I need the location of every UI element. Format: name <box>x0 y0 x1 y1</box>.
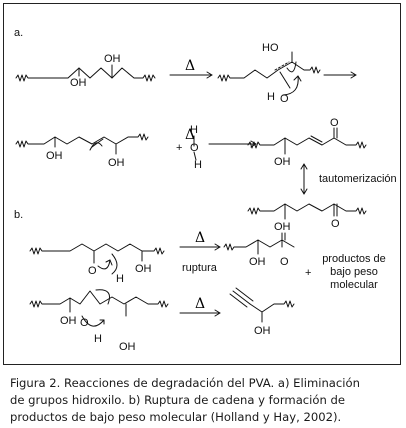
alkyne-triple-bond-3 <box>229 293 248 308</box>
row4-product-oh: OH <box>249 256 266 268</box>
row4-reactant-chain <box>29 243 165 275</box>
row2-oh-right: OH <box>108 157 125 169</box>
row4-product <box>223 232 295 255</box>
row5-ring-arrow <box>81 315 105 327</box>
alkyne-triple-bond-2 <box>235 287 254 302</box>
part-b-label: b. <box>14 209 23 221</box>
row1-output-arrow <box>323 71 357 79</box>
water-o: O <box>190 142 199 154</box>
row5-oh-left: OH <box>60 315 77 327</box>
row5-product-oh: OH <box>254 325 271 337</box>
products-label-line3: molecular <box>330 279 378 291</box>
row5-arrowhead <box>99 319 105 325</box>
row2-ketone-product <box>247 127 367 155</box>
row1-electron-arrowhead <box>293 75 302 82</box>
caption-line-1: Figura 2. Reacciones de degradación del … <box>10 376 360 390</box>
reaction-scheme-panel: a. b. Δ Δ Δ Δ OH OH HO O H OH OH + H O H… <box>3 3 401 365</box>
row4-heat-arrow <box>179 243 221 251</box>
products-label-line1: productos de <box>322 253 386 265</box>
part-a-label: a. <box>14 27 23 39</box>
row2-product-oh: OH <box>274 156 291 168</box>
row4-o-label: O <box>88 265 97 277</box>
row1-delta-label: Δ <box>185 58 195 74</box>
row3-tautomer-chain <box>247 203 367 220</box>
water-h-top: H <box>190 124 198 136</box>
row5-delta-label: Δ <box>195 296 205 312</box>
row5-heat-arrow <box>179 309 221 317</box>
caption-line-2: de grupos hidroxilo. b) Ruptura de caden… <box>10 393 346 407</box>
row3-oh-label: OH <box>274 221 291 233</box>
row1-electron-arrow-2 <box>286 61 297 73</box>
row1-co-bond <box>279 71 291 89</box>
tautomerization-arrow <box>300 163 308 195</box>
row2-oh-left: OH <box>46 150 63 162</box>
row1-h-label: H <box>267 91 275 103</box>
row2-delta-label: Δ <box>185 127 195 143</box>
water-h-bottom: H <box>194 159 202 171</box>
row1-o-label: O <box>280 93 289 105</box>
row5-oh-right: OH <box>119 341 136 353</box>
row4-six-ring-arrow <box>97 259 111 270</box>
row2-curved-arrow <box>89 142 103 151</box>
rupture-label: ruptura <box>182 262 218 274</box>
row2-product-double-bond <box>310 135 323 143</box>
row2-plus: + <box>176 142 182 154</box>
reaction-scheme: a. b. Δ Δ Δ Δ OH OH HO O H OH OH + H O H… <box>14 27 397 353</box>
row5-h-label: H <box>94 333 102 345</box>
row1-electron-arrow <box>282 75 299 96</box>
row2-water <box>193 135 197 161</box>
row4-product-o: O <box>280 256 289 268</box>
figure-caption: Figura 2. Reacciones de degradación del … <box>10 375 402 426</box>
row4-h-transfer-arrow <box>111 253 118 275</box>
caption-line-3: productos de bajo peso molecular (Hollan… <box>10 410 342 424</box>
row2-reactant-chain <box>15 133 149 155</box>
row5-o-label: O <box>80 317 89 329</box>
row1-transition-state <box>217 51 321 96</box>
row4-oh-label: OH <box>135 263 152 275</box>
products-label-line2: bajo peso <box>330 266 378 278</box>
row1-reactant-chain <box>15 64 156 82</box>
row5-reactant-chain <box>29 289 169 327</box>
row5-alkyne-product <box>229 287 295 323</box>
products-plus: + <box>305 267 311 279</box>
alkyne-triple-bond-1 <box>232 290 251 305</box>
row1-oh-bottom: OH <box>70 77 87 89</box>
row4-delta-label: Δ <box>195 230 205 246</box>
row1-ho-label: HO <box>262 42 279 54</box>
row1-oh-top: OH <box>104 53 121 65</box>
row4-arrowhead <box>105 259 113 266</box>
row3-o-label: O <box>331 218 340 230</box>
row1-partial-double-bond <box>274 61 290 71</box>
row4-h-label: H <box>116 273 124 285</box>
tautomerization-label: tautomerización <box>319 173 397 185</box>
row1-heat-arrow <box>169 71 213 79</box>
row2-product-o: O <box>330 117 339 129</box>
row5-cleave-arrow <box>95 289 110 305</box>
